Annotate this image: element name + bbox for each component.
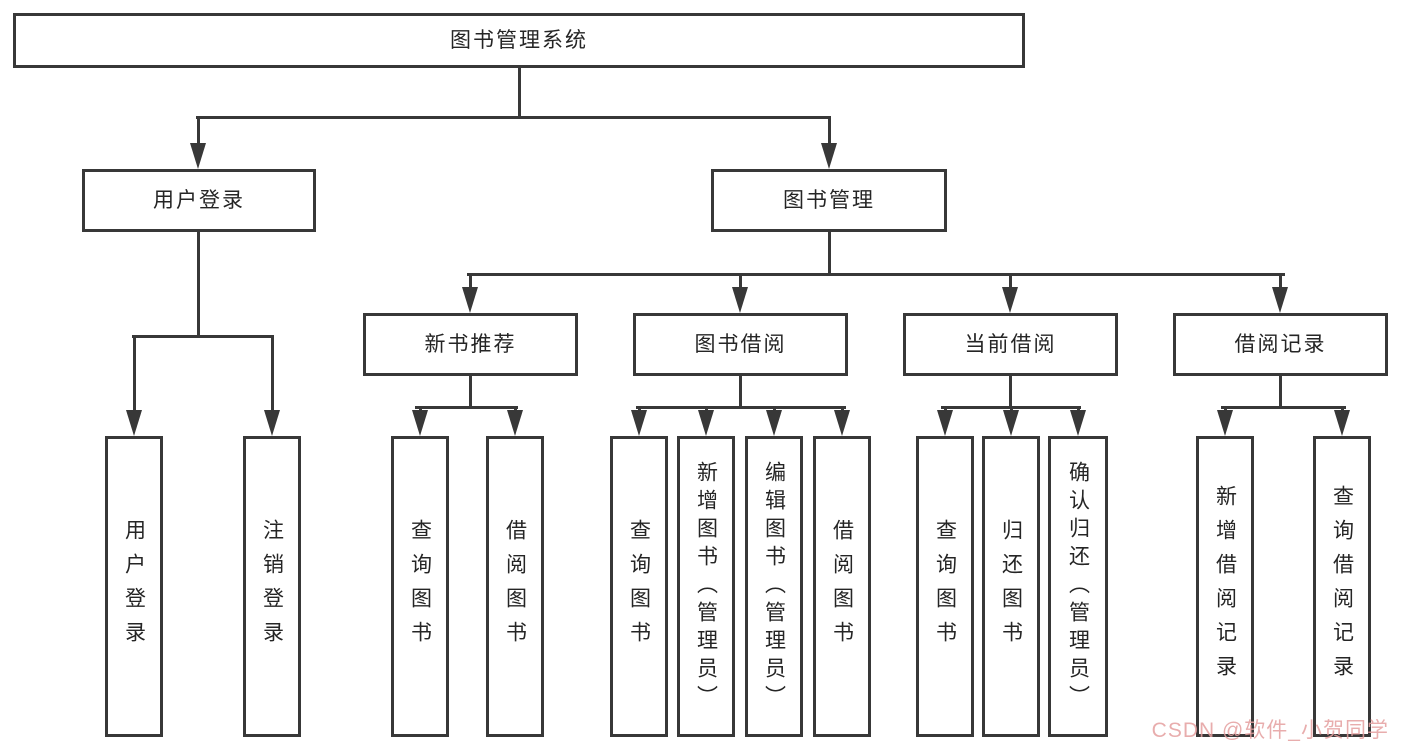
connector-line (518, 68, 521, 117)
connector-line (636, 406, 846, 409)
node-label: 图书管理系统 (450, 28, 588, 52)
node-label: 借阅图书 (830, 518, 854, 655)
arrow-down-icon (937, 410, 953, 436)
node-label: 注销登录 (260, 518, 284, 655)
connector-line (132, 335, 274, 338)
node-label: 查询图书 (408, 518, 432, 655)
connector-line (739, 375, 742, 408)
node-label: 图书借阅 (694, 332, 787, 356)
arrow-down-icon (1272, 287, 1288, 313)
node-label: 当前借阅 (964, 332, 1057, 356)
node-label: 新增图书（管理员） (694, 460, 718, 713)
connector-line (197, 231, 200, 337)
arrow-down-icon (698, 410, 714, 436)
arrow-down-icon (1002, 287, 1018, 313)
node-book-borrowing: 图书借阅 (633, 313, 848, 376)
connector-line (415, 406, 518, 409)
leaf-return-books: 归还图书 (982, 436, 1040, 737)
leaf-confirm-return-admin: 确认归还（管理员） (1048, 436, 1108, 737)
connector-line (271, 335, 274, 413)
arrow-down-icon (834, 410, 850, 436)
connector-line (1009, 273, 1012, 290)
node-label: 用户登录 (122, 518, 146, 655)
arrow-down-icon (766, 410, 782, 436)
leaf-user-login: 用户登录 (105, 436, 163, 737)
arrow-down-icon (821, 143, 837, 169)
node-user-login: 用户登录 (82, 169, 316, 232)
arrow-down-icon (1334, 410, 1350, 436)
connector-line (828, 116, 831, 145)
leaf-query-books-current: 查询图书 (916, 436, 974, 737)
connector-line (1279, 273, 1282, 290)
node-label: 查询借阅记录 (1330, 484, 1354, 689)
node-new-book-recommendation: 新书推荐 (363, 313, 578, 376)
arrow-down-icon (732, 287, 748, 313)
node-label: 归还图书 (999, 518, 1023, 655)
node-label: 用户登录 (153, 188, 245, 212)
node-book-management: 图书管理 (711, 169, 947, 232)
arrow-down-icon (1070, 410, 1086, 436)
connector-line (467, 273, 1285, 276)
leaf-edit-book-admin: 编辑图书（管理员） (745, 436, 803, 737)
arrow-down-icon (631, 410, 647, 436)
arrow-down-icon (507, 410, 523, 436)
node-label: 编辑图书（管理员） (762, 460, 786, 713)
connector-line (197, 116, 200, 145)
leaf-add-borrow-record: 新增借阅记录 (1196, 436, 1254, 737)
node-label: 查询图书 (933, 518, 957, 655)
leaf-logout: 注销登录 (243, 436, 301, 737)
node-label: 新增借阅记录 (1213, 484, 1237, 689)
arrow-down-icon (264, 410, 280, 436)
arrow-down-icon (1217, 410, 1233, 436)
connector-line (1221, 406, 1346, 409)
connector-line (133, 335, 136, 413)
leaf-borrow-books-borrowing: 借阅图书 (813, 436, 871, 737)
leaf-query-borrow-record: 查询借阅记录 (1313, 436, 1371, 737)
node-current-borrowing: 当前借阅 (903, 313, 1118, 376)
csdn-watermark: CSDN @软件_小贺同学 (1151, 719, 1389, 742)
node-label: 借阅记录 (1234, 332, 1327, 356)
node-library-management-system: 图书管理系统 (13, 13, 1025, 68)
node-borrowing-records: 借阅记录 (1173, 313, 1388, 376)
connector-line (1009, 375, 1012, 408)
arrow-down-icon (412, 410, 428, 436)
arrow-down-icon (462, 287, 478, 313)
connector-line (739, 273, 742, 290)
arrow-down-icon (190, 143, 206, 169)
connector-line (196, 116, 831, 119)
leaf-query-books-borrowing: 查询图书 (610, 436, 668, 737)
leaf-add-book-admin: 新增图书（管理员） (677, 436, 735, 737)
leaf-borrow-books-recommend: 借阅图书 (486, 436, 544, 737)
node-label: 确认归还（管理员） (1066, 460, 1090, 713)
arrow-down-icon (126, 410, 142, 436)
connector-line (1279, 375, 1282, 408)
connector-line (469, 273, 472, 290)
arrow-down-icon (1003, 410, 1019, 436)
node-label: 图书管理 (783, 188, 875, 212)
node-label: 借阅图书 (503, 518, 527, 655)
connector-line (828, 231, 831, 275)
node-label: 新书推荐 (424, 332, 517, 356)
connector-line (469, 375, 472, 408)
node-label: 查询图书 (627, 518, 651, 655)
leaf-query-books-recommend: 查询图书 (391, 436, 449, 737)
